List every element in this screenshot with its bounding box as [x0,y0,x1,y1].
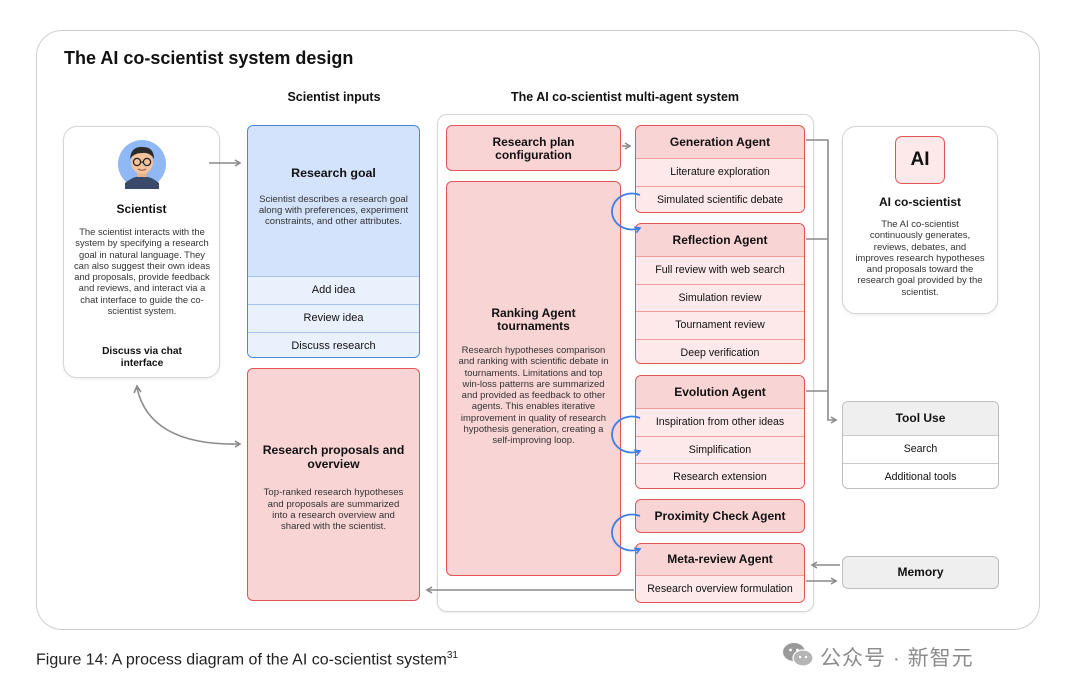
diagram-title: The AI co-scientist system design [64,48,354,68]
caption-superscript: 31 [446,650,458,661]
scientist-description: The scientist interacts with the system … [73,226,211,317]
evolution-agent-box: Evolution Agent Inspiration from other i… [635,375,805,489]
memory-title: Memory [897,565,944,579]
header-scientist-inputs: Scientist inputs [287,90,381,104]
full-review-row: Full review with web search [636,256,804,284]
research-plan-configuration-title: Research plan configuration [492,135,575,162]
inspiration-row: Inspiration from other ideas [636,408,804,436]
additional-tools-row: Additional tools [843,463,998,488]
header-multi-agent-system: The AI co-scientist multi-agent system [510,90,740,104]
simulated-debate-row: Simulated scientific debate [636,185,804,212]
ranking-agent-box: Ranking Agent tournaments Research hypot… [446,181,621,576]
review-idea-row[interactable]: Review idea [248,304,419,332]
simplification-row: Simplification [636,435,804,463]
ai-co-scientist-name: AI co-scientist [878,195,962,209]
research-proposals-description: Top-ranked research hypotheses and propo… [263,487,404,533]
evolution-agent-title: Evolution Agent [674,385,766,399]
deep-verification-row: Deep verification [636,338,804,363]
simulation-review-row: Simulation review [636,283,804,311]
ai-co-scientist-description: The AI co-scientist continuously generat… [855,219,985,298]
proximity-agent-box: Proximity Check Agent [635,499,805,533]
literature-exploration-row: Literature exploration [636,158,804,186]
research-goal-description: Scientist describes a research goal alon… [258,194,409,228]
research-proposals-box: Research proposals and overview Top-rank… [247,368,420,601]
proximity-agent-title: Proximity Check Agent [654,509,786,523]
generation-agent-title: Generation Agent [669,135,771,149]
add-idea-row[interactable]: Add idea [248,276,419,304]
scientist-avatar-icon [118,140,166,189]
scientist-chat-label: Discuss via chat interface [102,346,182,369]
reflection-agent-title: Reflection Agent [672,233,768,247]
tool-use-title: Tool Use [843,402,998,435]
research-overview-formulation-row: Research overview formulation [636,575,804,602]
research-goal-box: Research goal Scientist describes a rese… [247,125,420,358]
caption-text: Figure 14: A process diagram of the AI c… [36,651,447,669]
search-tool-row: Search [843,435,998,463]
ranking-agent-title: Ranking Agent tournaments [491,306,576,333]
wechat-icon [783,643,814,667]
scientist-name: Scientist [116,202,167,216]
research-proposals-title: Research proposals and overview [262,443,405,471]
generation-agent-box: Generation Agent Literature exploration … [635,125,805,213]
tournament-review-row: Tournament review [636,311,804,339]
research-goal-title: Research goal [291,166,376,180]
discuss-research-row[interactable]: Discuss research [248,332,419,357]
tool-use-box: Tool Use Search Additional tools [842,401,999,489]
ai-logo-icon: AI [895,136,945,184]
meta-review-agent-title: Meta-review Agent [667,552,773,566]
research-extension-row: Research extension [636,463,804,488]
meta-review-agent-box: Meta-review Agent Research overview form… [635,543,805,603]
memory-box: Memory [842,556,999,589]
ranking-agent-description: Research hypotheses comparison and ranki… [458,345,609,447]
reflection-agent-box: Reflection Agent Full review with web se… [635,223,805,364]
figure-caption: Figure 14: A process diagram of the AI c… [36,650,458,669]
watermark-text: 公众号 · 新智元 [820,647,974,670]
research-plan-configuration-box: Research plan configuration [446,125,621,171]
